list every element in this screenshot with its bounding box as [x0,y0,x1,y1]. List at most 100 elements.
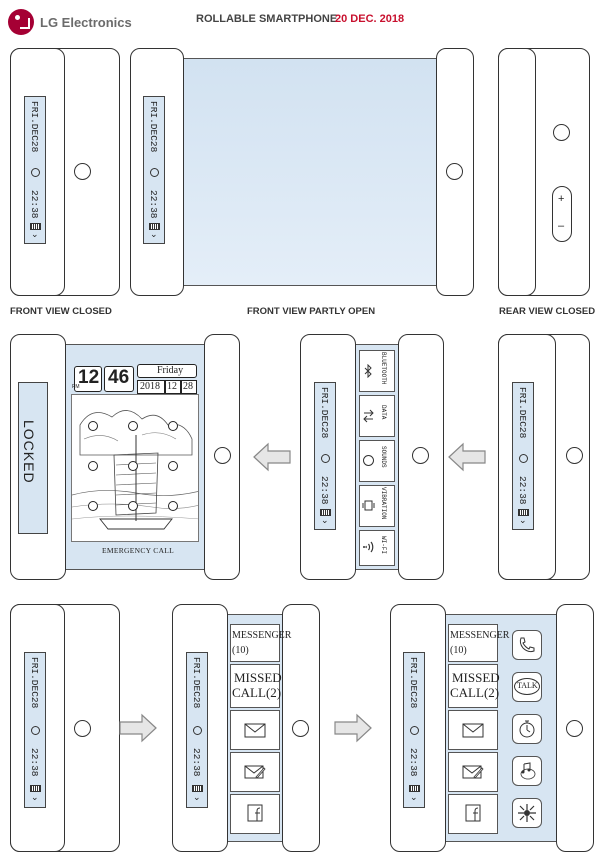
home-button[interactable] [566,720,583,737]
strip-chevron-icon: ⌄ [321,515,329,525]
messenger-title: MESSENGER [232,630,292,641]
toggle-bluetooth[interactable] [359,350,395,392]
lg-logo-icon [8,9,34,35]
clock-ampm: PM [72,384,80,390]
strip-dot-icon [321,454,330,463]
app-phone[interactable] [512,630,542,660]
arrow-right-icon [334,713,372,743]
pattern-dot[interactable] [168,421,178,431]
date-month: 12 [167,381,177,392]
music-icon [520,762,536,780]
missed-call-count: CALL(2) [232,685,282,700]
strip-date: FRI.DEC28 [517,387,528,439]
strip-chevron-icon: ⌄ [519,515,527,525]
phone-partly-open-right [436,48,474,296]
pattern-dot[interactable] [128,501,138,511]
missed-call-notification[interactable] [448,664,498,708]
caption-rear-closed: REAR VIEW CLOSED [499,306,596,317]
home-button[interactable] [412,447,429,464]
strip-chevron-icon: ⌄ [150,229,158,239]
missed-call-title: MISSED [452,670,500,685]
home-button[interactable] [214,447,231,464]
toggle-sounds[interactable] [359,440,395,482]
strip-chevron-icon: ⌄ [193,792,201,802]
date-year: 2018 [140,381,160,392]
pattern-dot[interactable] [88,421,98,431]
facebook-icon [247,804,263,822]
weekday-label: Friday [157,365,184,376]
strip-date: FRI.DEC28 [191,657,202,709]
strip-date: FRI.DEC28 [148,101,159,153]
unrolled-screen [184,58,436,286]
month-box [165,380,181,394]
strip-dot-icon [150,168,159,177]
app-music[interactable] [512,756,542,786]
battery-icon [30,223,41,230]
edit-mail-notification[interactable] [230,752,280,792]
pattern-dot[interactable] [88,461,98,471]
pattern-dot[interactable] [128,421,138,431]
messenger-title: MESSENGER [450,630,510,641]
timer-icon [519,720,535,738]
pattern-dot[interactable] [168,461,178,471]
mail-icon [462,723,484,738]
strip-date: FRI.DEC28 [408,657,419,709]
home-button[interactable] [292,720,309,737]
home-button[interactable] [74,720,91,737]
toggle-wifi[interactable] [359,530,395,566]
emergency-call-link[interactable]: EMERGENCY CALL [102,546,175,555]
pattern-dot[interactable] [168,501,178,511]
page-title: ROLLABLE SMARTPHONE [196,13,338,25]
app-gallery[interactable] [512,798,542,828]
battery-icon [518,509,529,516]
data-transfer-icon [363,409,374,423]
home-button[interactable] [566,447,583,464]
messenger-notification[interactable] [448,624,498,662]
volume-rocker[interactable] [552,186,572,242]
phone-icon [519,637,535,653]
toggle-data-label: DATA [380,405,387,420]
phone-rear-closed-roll [498,48,536,296]
battery-icon [149,223,160,230]
facebook-notification[interactable] [230,794,280,834]
rear-camera-button[interactable] [553,124,570,141]
strip-time: 22:38 [191,748,202,777]
strip-dot-icon [31,168,40,177]
battery-icon [320,509,331,516]
home-button[interactable] [74,163,91,180]
strip-dot-icon [410,726,419,735]
pattern-dot[interactable] [88,501,98,511]
phone-quick-settings-right [398,334,444,580]
pattern-dot[interactable] [128,461,138,471]
battery-icon [30,785,41,792]
strip-date: FRI.DEC28 [319,387,330,439]
day-box [181,380,197,394]
caption-front-closed: FRONT VIEW CLOSED [10,306,112,317]
toggle-data[interactable] [359,395,395,437]
edit-mail-icon [244,765,266,779]
messenger-count: (10) [450,645,467,656]
year-box [137,380,165,394]
strip-time: 22:38 [29,190,40,219]
messenger-notification[interactable] [230,624,280,662]
flower-icon [518,804,536,822]
battery-icon [409,785,420,792]
wifi-icon [363,541,374,553]
strip-dot-icon [31,726,40,735]
battery-icon [192,785,203,792]
arrow-right-icon [119,713,157,743]
volume-down-icon[interactable]: – [558,220,565,232]
header-date: 20 DEC. 2018 [335,13,405,25]
home-button[interactable] [446,163,463,180]
missed-call-notification[interactable] [230,664,280,708]
toggle-bluetooth-label: BLUETOOTH [380,352,387,385]
missed-call-count: CALL(2) [450,685,500,700]
volume-up-icon[interactable]: + [558,193,565,205]
brand-logo: LG Electronics [8,6,158,38]
arrow-left-icon [448,442,486,472]
strip-date: FRI.DEC28 [29,657,40,709]
clock-hour: 12 [78,367,100,388]
locked-label: LOCKED [21,420,37,484]
sound-icon [363,455,374,466]
weekday-box [137,364,197,378]
